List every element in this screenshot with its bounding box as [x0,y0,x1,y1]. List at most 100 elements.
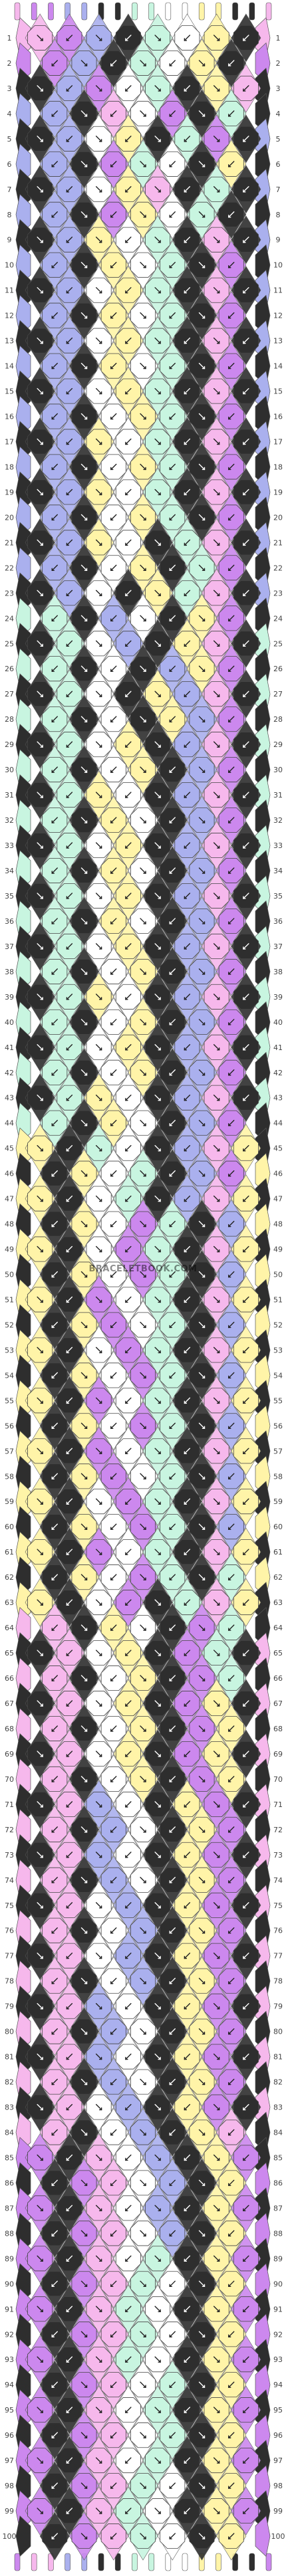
knot-arrow [184,136,191,142]
knot-arrow [95,2356,102,2363]
knot-arrowhead [158,290,161,294]
knot-arrow [198,2078,206,2086]
row-number-right: 84 [273,2128,283,2137]
knot-arrowhead [216,744,220,748]
knot-arrowhead [84,770,88,773]
knot-arrowhead [51,2435,55,2438]
knot-arrow [140,766,146,773]
knot-arrow [51,2381,58,2388]
knot-arrow [169,2179,176,2187]
knot-arrowhead [184,88,188,92]
knot-arrow [154,1498,161,1505]
knot-arrowhead [169,63,172,66]
knot-arrow [51,1321,58,1329]
knot-arrowhead [66,391,70,395]
knot-arrow [51,60,58,66]
knot-arrow [80,1069,88,1076]
knot-arrowhead [40,1198,43,1202]
knot-arrowhead [84,164,88,167]
knot-arrow [66,186,73,193]
knot-arrow [243,35,249,41]
knot-arrowhead [228,1022,231,1025]
string-top [165,2,172,21]
knot-arrow [184,237,191,243]
row-number-right: 53 [273,1346,283,1354]
knot-arrow [169,1321,176,1329]
knot-arrowhead [143,669,146,672]
knot-arrowhead [243,997,246,1000]
knot-arrowhead [125,1602,128,1606]
knot-arrowhead [110,921,114,924]
knot-arrowhead [66,88,70,92]
knot-arrowhead [243,2208,246,2212]
knot-arrowhead [243,1956,246,1959]
row-number-right: 43 [273,1094,283,1103]
knot-arrow [169,1019,176,1025]
knot-arrowhead [84,315,88,319]
knot-arrow [243,2204,249,2212]
knot-arrow [140,2331,146,2337]
knot-arrowhead [125,38,128,41]
knot-arrow [213,2306,220,2312]
knot-arrow [154,943,161,950]
knot-arrowhead [169,164,172,167]
knot-arrowhead [98,896,102,899]
knot-arrow [228,2078,235,2086]
knot-arrow [228,615,235,621]
knot-arrowhead [40,2157,43,2161]
knot-arrow [95,792,102,798]
knot-arrowhead [40,1400,43,1404]
knot-arrow [140,2533,146,2539]
knot-arrowhead [143,1224,146,1228]
knot-arrowhead [228,2183,231,2187]
knot-arrowhead [84,2486,88,2489]
knot-arrow [37,893,43,899]
knot-arrow [66,1902,73,1909]
row-number-left: 12 [5,312,14,320]
row-number-left: 14 [5,362,14,371]
knot-arrow [140,211,146,218]
knot-arrow [51,2129,58,2136]
knot-arrow [228,1624,235,1631]
knot-arrow [169,615,176,621]
string-top [232,2,238,21]
knot-arrow [228,766,235,773]
row-number-right: 2 [276,59,281,68]
knot-arrow [80,1624,88,1631]
knot-arrowhead [66,1299,70,1303]
knot-arrowhead [125,542,128,546]
knot-arrowhead [143,2031,146,2035]
knot-arrow [51,2533,58,2539]
knot-arrowhead [158,1855,161,1858]
knot-arrowhead [228,1981,231,1985]
knot-arrowhead [51,2284,55,2288]
knot-arrow [110,665,117,672]
knot-arrowhead [202,921,206,924]
knot-arrowhead [228,517,231,521]
knot-arrow [51,1523,58,1530]
knot-arrow [66,1296,73,1303]
knot-arrow [213,186,220,193]
knot-arrow [66,35,73,41]
knot-arrow [154,741,161,748]
knot-arrow [140,60,146,66]
knot-arrow [51,1927,58,1934]
knot-arrow [80,867,88,874]
knot-arrow [110,312,117,319]
knot-arrow [198,1927,206,1934]
knot-arrow [51,262,58,268]
knot-arrowhead [66,946,70,950]
row-number-right: 11 [273,286,283,295]
knot-arrow [95,186,102,193]
row-number-right: 15 [273,387,283,396]
row-number-right: 38 [273,968,283,976]
row-number-left: 2 [7,59,12,68]
knot-arrowhead [184,2359,188,2363]
knot-arrow [110,1473,117,1479]
knot-arrowhead [110,1224,114,1228]
knot-arrow [169,817,176,823]
row-number-left: 49 [5,1245,14,1254]
knot-arrow [140,968,146,975]
row-number-left: 32 [5,816,14,825]
knot-arrowhead [228,2233,231,2237]
